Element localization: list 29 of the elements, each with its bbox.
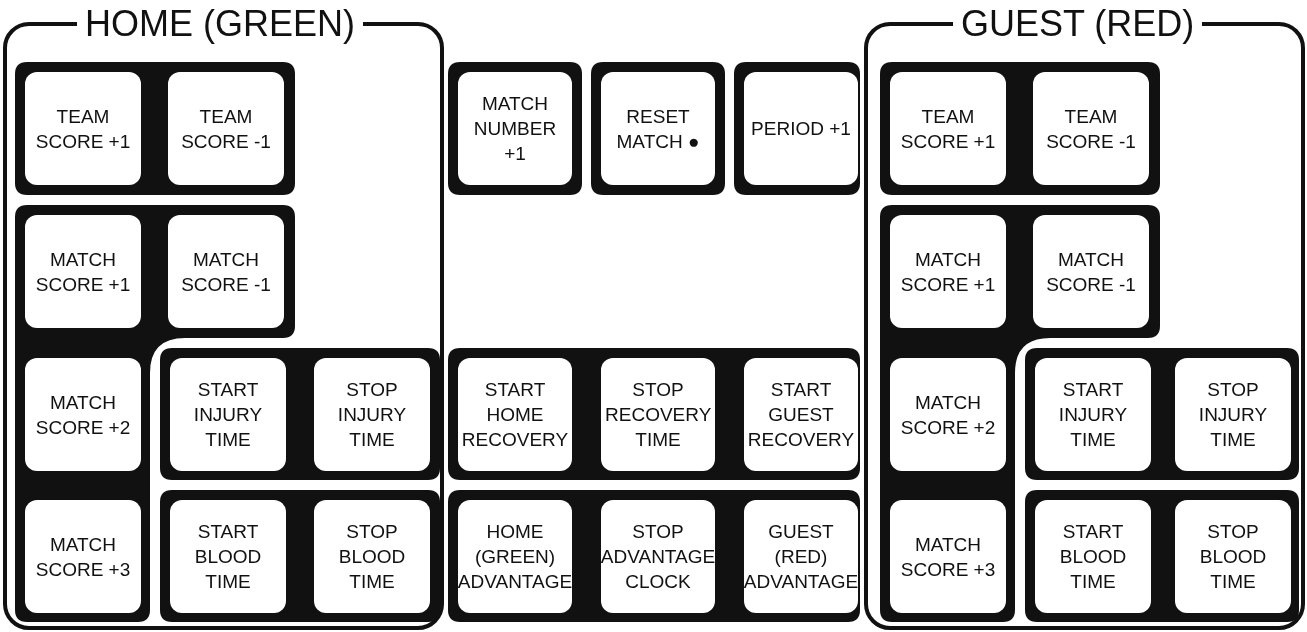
keypad-key: START BLOOD TIME: [1035, 500, 1151, 613]
keypad-key: MATCH SCORE +2: [890, 358, 1006, 471]
keypad-key: TEAM SCORE +1: [25, 72, 141, 185]
keypad-key: TEAM SCORE -1: [168, 72, 284, 185]
keypad-key: TEAM SCORE -1: [1033, 72, 1149, 185]
keypad-key: START INJURY TIME: [170, 358, 286, 471]
keypad-key: STOP RECOVERY TIME: [601, 358, 715, 471]
keypad-key: START BLOOD TIME: [170, 500, 286, 613]
keypad-key: TEAM SCORE +1: [890, 72, 1006, 185]
keypad-key: MATCH SCORE -1: [168, 215, 284, 328]
keypad-key: MATCH SCORE +3: [25, 500, 141, 613]
keypad-key: STOP INJURY TIME: [314, 358, 430, 471]
keypad-key: MATCH SCORE +1: [890, 215, 1006, 328]
keypad-key: HOME (GREEN) ADVANTAGE: [458, 500, 572, 613]
keypad-key: START GUEST RECOVERY: [744, 358, 858, 471]
keypad-key: START INJURY TIME: [1035, 358, 1151, 471]
keypad-key: START HOME RECOVERY: [458, 358, 572, 471]
keypad-key: STOP INJURY TIME: [1175, 358, 1291, 471]
keypad-key: MATCH SCORE -1: [1033, 215, 1149, 328]
keypad-key: MATCH SCORE +3: [890, 500, 1006, 613]
keypad-key: STOP ADVANTAGE CLOCK: [601, 500, 715, 613]
keypad-key: STOP BLOOD TIME: [314, 500, 430, 613]
keypad-key: MATCH SCORE +1: [25, 215, 141, 328]
keypad-key: MATCH NUMBER +1: [458, 72, 572, 185]
keypad-key: STOP BLOOD TIME: [1175, 500, 1291, 613]
keypad-key: MATCH SCORE +2: [25, 358, 141, 471]
keypad-key: RESET MATCH ●: [601, 72, 715, 185]
keypad-key: PERIOD +1: [744, 72, 858, 185]
keypad-key: GUEST (RED) ADVANTAGE: [744, 500, 858, 613]
